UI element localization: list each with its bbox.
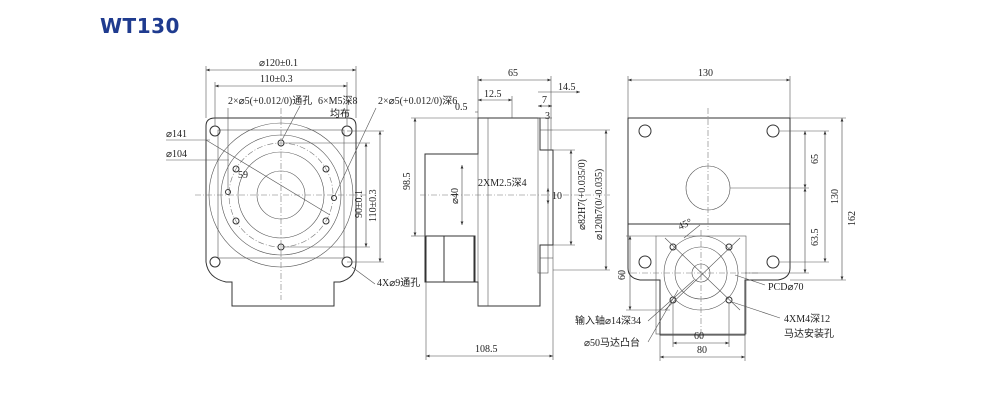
rear-dim-162: 162 <box>847 211 858 226</box>
m5-hole <box>232 165 240 173</box>
dim-dia40: ⌀40 <box>450 188 461 204</box>
side-body-outline <box>424 117 554 307</box>
dim-dia120h7: ⌀120h7(0/-0.035) <box>594 169 605 240</box>
rear-corner-hole <box>638 255 652 269</box>
dim-110-v: 110±0.3 <box>368 189 379 222</box>
front-flange-outline <box>205 117 357 307</box>
dim-65: 65 <box>508 68 518 79</box>
label-motor-holes: 马达安装孔 <box>784 327 834 340</box>
dim-14-5: 14.5 <box>558 82 576 93</box>
rear-dim-130-v: 130 <box>830 189 841 204</box>
dim-90: 90±0.1 <box>354 190 365 218</box>
dim-10: 10 <box>552 191 562 202</box>
dim-angle59: 59 <box>238 170 248 181</box>
rear-corner-hole <box>638 124 652 138</box>
label-m4-holes: 4XM4深12 <box>784 313 830 325</box>
rear-dim-60-h: 60 <box>694 331 704 342</box>
dim-110: 110±0.3 <box>260 74 293 85</box>
rear-corner-hole <box>766 124 780 138</box>
m5-hole <box>322 165 330 173</box>
label-input-shaft: 输入轴⌀14深34 <box>575 314 641 327</box>
label-4x9-holes: 4X⌀9通孔 <box>377 277 420 289</box>
dim-dia141: ⌀141 <box>166 129 187 140</box>
rear-corner-hole <box>766 255 780 269</box>
front-diag-line <box>205 139 331 216</box>
rear-dim-60-v: 60 <box>617 270 628 280</box>
label-motor-boss: ⌀50马达凸台 <box>584 336 640 349</box>
dim-98-5: 98.5 <box>402 173 413 191</box>
dim-12-5: 12.5 <box>484 89 502 100</box>
pin-hole <box>225 189 231 195</box>
side-motor-boss <box>424 235 476 283</box>
label-even: 均布 <box>330 108 350 120</box>
corner-hole <box>209 256 221 268</box>
dim-0-5: 0.5 <box>455 102 468 113</box>
rear-dim-63-5: 63.5 <box>810 229 821 247</box>
dim-7: 7 <box>542 95 547 106</box>
label-m2-5: 2XM2.5深4 <box>478 177 527 189</box>
dim-dia104: ⌀104 <box>166 149 187 160</box>
m5-hole <box>232 217 240 225</box>
label-pin-hole-through: 2×⌀5(+0.012/0)通孔 <box>228 95 312 107</box>
label-pcd: PCD⌀70 <box>768 282 803 293</box>
m5-hole <box>322 217 330 225</box>
dim-3: 3 <box>545 111 550 122</box>
rear-dim-65: 65 <box>810 154 821 164</box>
pin-hole <box>331 195 337 201</box>
rear-angle-45: 45° <box>677 217 694 233</box>
m4-hole <box>725 296 733 304</box>
rear-dim-130: 130 <box>698 68 713 79</box>
rear-upper-flange <box>627 117 791 225</box>
dim-dia82: ⌀82H7(+0.035/0) <box>577 159 588 230</box>
label-m5-holes: 6×M5深8 <box>318 95 358 107</box>
m4-hole <box>725 243 733 251</box>
label-pin-hole-deep: 2×⌀5(+0.012/0)深6 <box>378 95 457 107</box>
page-title: WT130 <box>100 14 180 38</box>
dim-dia120: ⌀120±0.1 <box>259 58 298 69</box>
m4-hole <box>669 243 677 251</box>
rear-lower-outline <box>627 224 791 336</box>
corner-hole <box>209 125 221 137</box>
side-view: 65 14.5 12.5 7 0.5 3 98.5 ⌀40 2XM2.5深4 1… <box>402 68 610 360</box>
dim-108-5: 108.5 <box>475 344 498 355</box>
front-view: ⌀120±0.1 110±0.3 2×⌀5(+0.012/0)通孔 6×M5深8… <box>166 58 457 307</box>
rear-view: 130 65 130 162 63.5 60 45° PCD⌀70 输入轴⌀14… <box>575 68 858 361</box>
rear-dim-80: 80 <box>697 345 707 356</box>
